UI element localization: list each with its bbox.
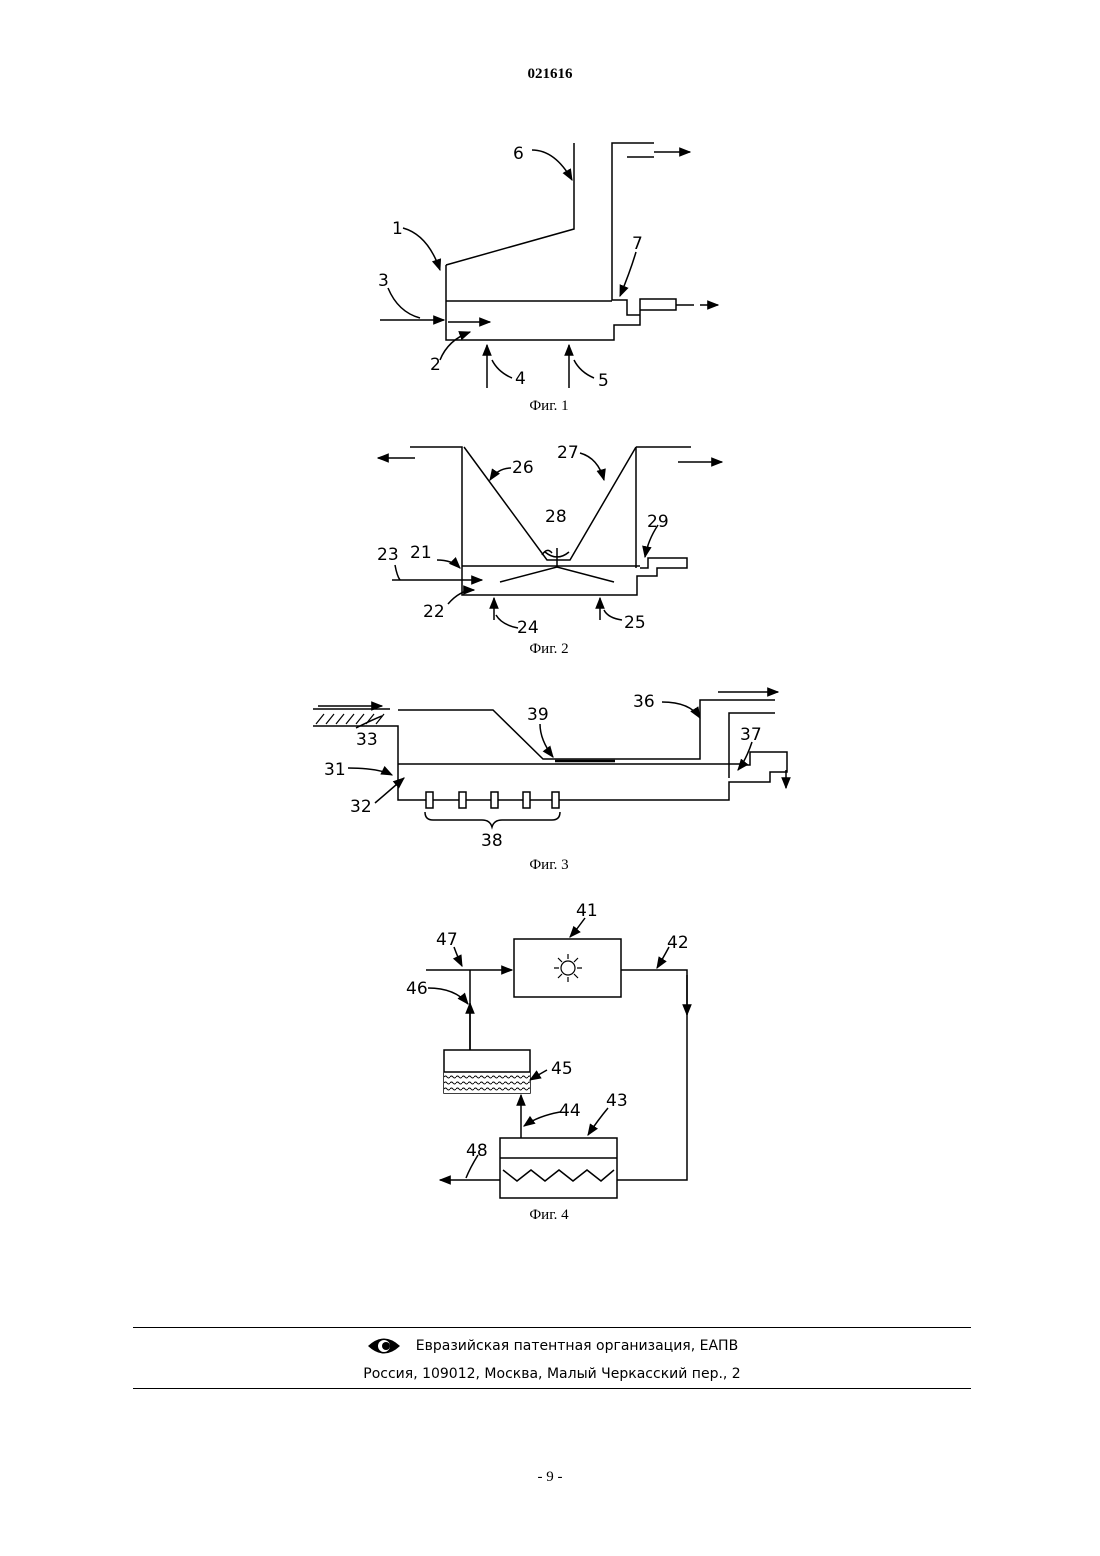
fig3-label-38: 38 — [481, 831, 503, 851]
footer-address: Россия, 109012, Москва, Малый Черкасский… — [133, 1366, 971, 1382]
figure-3 — [313, 692, 787, 827]
figure-1 — [380, 143, 718, 388]
fig3-label-37: 37 — [740, 725, 762, 745]
fig4-label-45: 45 — [551, 1059, 573, 1079]
fig4-label-44: 44 — [559, 1101, 581, 1121]
fig4-label-47: 47 — [436, 930, 458, 950]
fig1-label-5: 5 — [598, 371, 609, 391]
fig1-label-7: 7 — [632, 234, 643, 254]
fig3-label-31: 31 — [324, 760, 346, 780]
fig1-label-6: 6 — [513, 144, 524, 164]
fig2-labels: 21 22 23 24 25 26 27 28 29 — [377, 443, 669, 638]
fig4-label-42: 42 — [667, 933, 689, 953]
fig3-caption: Фиг. 3 — [449, 857, 649, 874]
fig4-caption: Фиг. 4 — [449, 1207, 649, 1224]
fig4-label-43: 43 — [606, 1091, 628, 1111]
fig4-label-46: 46 — [406, 979, 428, 999]
footer-organization: Евразийская патентная организация, ЕАПВ — [416, 1338, 738, 1354]
fig1-caption: Фиг. 1 — [449, 398, 649, 415]
figure-2 — [378, 447, 722, 628]
fig1-labels: 1 2 3 4 5 6 7 — [378, 144, 643, 391]
fig1-label-3: 3 — [378, 271, 389, 291]
fig3-label-33: 33 — [356, 730, 378, 750]
fig3-label-39: 39 — [527, 705, 549, 725]
sun-icon — [554, 954, 582, 982]
fig3-feed-chute — [313, 700, 787, 800]
footer-top-rule — [133, 1327, 971, 1328]
fig2-label-22: 22 — [423, 602, 445, 622]
footer-bottom-rule — [133, 1388, 971, 1389]
fig3-labels: 31 32 33 36 37 38 39 — [324, 692, 762, 851]
fig4-coil — [503, 1170, 614, 1181]
fig2-cone — [464, 447, 636, 560]
fig3-label-32: 32 — [350, 797, 372, 817]
fig2-caption: Фиг. 2 — [449, 641, 649, 658]
fig2-deflector — [500, 567, 614, 582]
fig2-label-24: 24 — [517, 618, 539, 638]
fig3-brace — [425, 812, 560, 827]
fig1-roof — [446, 143, 574, 265]
fig4-labels: 41 42 43 44 45 46 47 48 — [406, 901, 689, 1161]
fig2-label-21: 21 — [410, 543, 432, 563]
fig2-label-27: 27 — [557, 443, 579, 463]
fig2-label-25: 25 — [624, 613, 646, 633]
fig2-label-29: 29 — [647, 512, 669, 532]
fig1-label-1: 1 — [392, 219, 403, 239]
fig2-label-28: 28 — [545, 507, 567, 527]
fig2-label-23: 23 — [377, 545, 399, 565]
fig4-heat-exchanger-43 — [500, 1138, 617, 1198]
fig1-label-4: 4 — [515, 369, 526, 389]
fig2-label-26: 26 — [512, 458, 534, 478]
fig4-burner-box — [514, 939, 621, 997]
fig1-label-2: 2 — [430, 355, 441, 375]
footer-organization-row: Евразийская патентная организация, ЕАПВ — [133, 1335, 971, 1357]
fig2-right-wall — [636, 447, 691, 568]
fig4-label-48: 48 — [466, 1141, 488, 1161]
fig4-label-41: 41 — [576, 901, 598, 921]
fig3-label-36: 36 — [633, 692, 655, 712]
page-number: - 9 - — [0, 1469, 1100, 1486]
eye-logo-icon — [366, 1335, 402, 1357]
